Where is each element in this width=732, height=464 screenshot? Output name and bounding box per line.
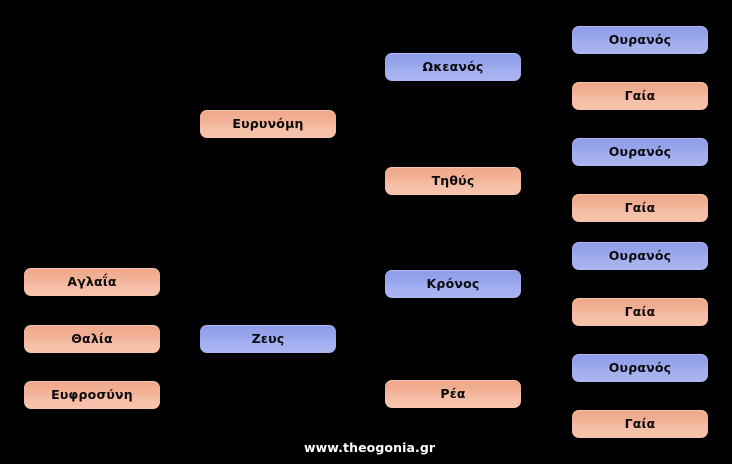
node-ouranos-2[interactable]: Ουρανός	[572, 138, 708, 166]
node-thalia[interactable]: Θαλία	[24, 325, 160, 353]
node-eurynome[interactable]: Ευρυνόμη	[200, 110, 336, 138]
node-efrosyni[interactable]: Ευφροσύνη	[24, 381, 160, 409]
node-gaia-2[interactable]: Γαία	[572, 194, 708, 222]
node-ouranos-3[interactable]: Ουρανός	[572, 242, 708, 270]
node-zeus[interactable]: Ζευς	[200, 325, 336, 353]
site-watermark: www.theogonia.gr	[304, 440, 436, 455]
node-ouranos-1[interactable]: Ουρανός	[572, 26, 708, 54]
node-aglaia[interactable]: Αγλαΐα	[24, 268, 160, 296]
node-tithys[interactable]: Τηθύς	[385, 167, 521, 195]
node-gaia-3[interactable]: Γαία	[572, 298, 708, 326]
node-gaia-1[interactable]: Γαία	[572, 82, 708, 110]
node-ouranos-4[interactable]: Ουρανός	[572, 354, 708, 382]
node-kronos[interactable]: Κρόνος	[385, 270, 521, 298]
node-okeanos[interactable]: Ωκεανός	[385, 53, 521, 81]
node-rea[interactable]: Ρέα	[385, 380, 521, 408]
node-gaia-4[interactable]: Γαία	[572, 410, 708, 438]
